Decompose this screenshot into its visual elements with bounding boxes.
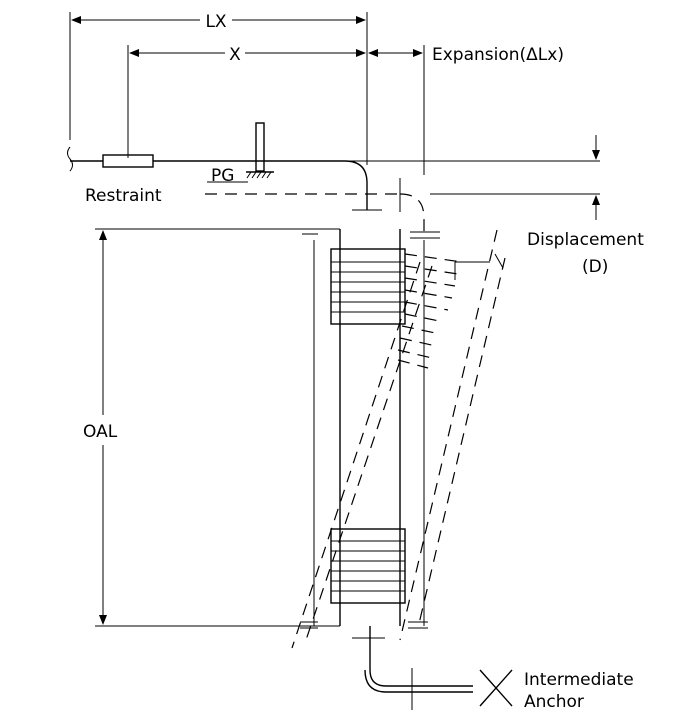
displacement-symbol: (D) [582, 257, 608, 277]
oal-dimension: OAL [83, 228, 340, 627]
displacement-dimension: Displacement (D) [320, 135, 644, 277]
expansion-dimension: Expansion(ΔLx) [368, 45, 564, 175]
displacement-label: Displacement [527, 230, 644, 250]
intermediate-label: Intermediate [524, 670, 634, 690]
lx-label: LX [205, 12, 226, 32]
upper-bellows [330, 248, 406, 325]
lower-bellows [330, 528, 406, 604]
expansion-joint-body [300, 228, 428, 629]
expansion-label: Expansion(ΔLx) [432, 45, 564, 65]
displaced-bellows [397, 253, 504, 369]
intermediate-anchor-symbol: Intermediate Anchor [479, 669, 634, 712]
displaced-pipe [205, 178, 440, 239]
offset-casing [291, 229, 506, 649]
lx-dimension: LX [69, 12, 368, 165]
restraint-label: Restraint [85, 186, 162, 206]
pipe-guide-symbol: PG [207, 122, 274, 186]
bottom-pipe [352, 626, 473, 710]
x-dimension: X [127, 45, 366, 158]
x-label: X [229, 45, 241, 65]
anchor-label: Anchor [524, 692, 584, 712]
pg-label: PG [211, 166, 234, 186]
oal-label: OAL [83, 422, 118, 442]
